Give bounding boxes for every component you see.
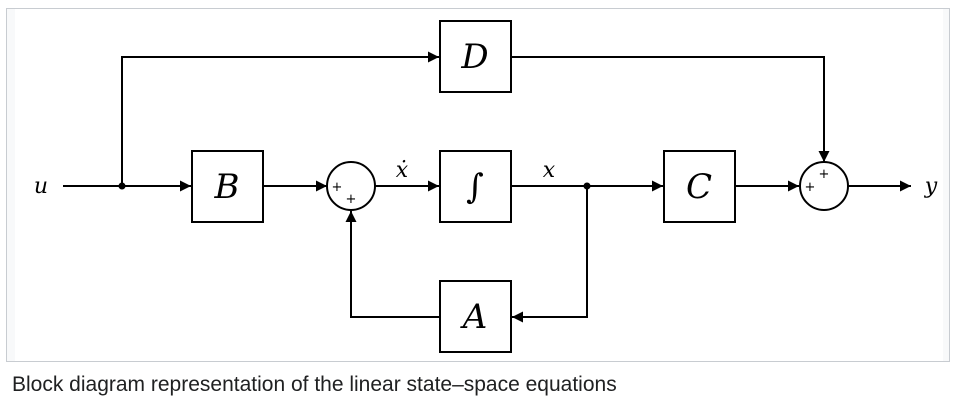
block-C-label: C <box>686 167 712 207</box>
summing-junction-state: + + <box>326 161 376 211</box>
wire-D-to-sum2 <box>511 56 830 162</box>
sum2-sign-top: + <box>819 167 830 182</box>
signal-x-label: x <box>543 158 556 183</box>
block-integrator: ∫ <box>439 150 512 223</box>
figure-caption: Block diagram representation of the line… <box>12 373 617 396</box>
signal-y-label: y <box>924 174 938 199</box>
sum2-sign-left: + <box>805 180 816 195</box>
wire-A-to-sum1 <box>345 211 439 318</box>
sum1-sign-bottom: + <box>346 192 357 207</box>
wire-state-to-A <box>512 186 588 323</box>
wire-input-to-D <box>121 51 439 186</box>
block-A: A <box>439 280 512 353</box>
diagram-canvas: D B ∫ C A + + <box>15 9 943 361</box>
diagram-figure: D B ∫ C A + + <box>6 8 950 362</box>
block-D-label: D <box>460 37 488 77</box>
block-B: B <box>191 150 264 223</box>
signal-xdot-label: ẋ <box>396 158 409 183</box>
summing-junction-output: + + <box>799 161 849 211</box>
block-diagram: D B ∫ C A + + <box>34 20 938 353</box>
sum1-sign-left: + <box>332 180 343 195</box>
block-C: C <box>663 150 736 223</box>
block-B-label: B <box>214 167 240 207</box>
block-D: D <box>439 20 512 93</box>
integral-symbol: ∫ <box>466 167 484 207</box>
block-A-label: A <box>460 297 488 337</box>
signal-u-label: u <box>34 174 48 199</box>
junction-dot-state <box>583 182 591 190</box>
junction-dot-input <box>118 182 126 190</box>
